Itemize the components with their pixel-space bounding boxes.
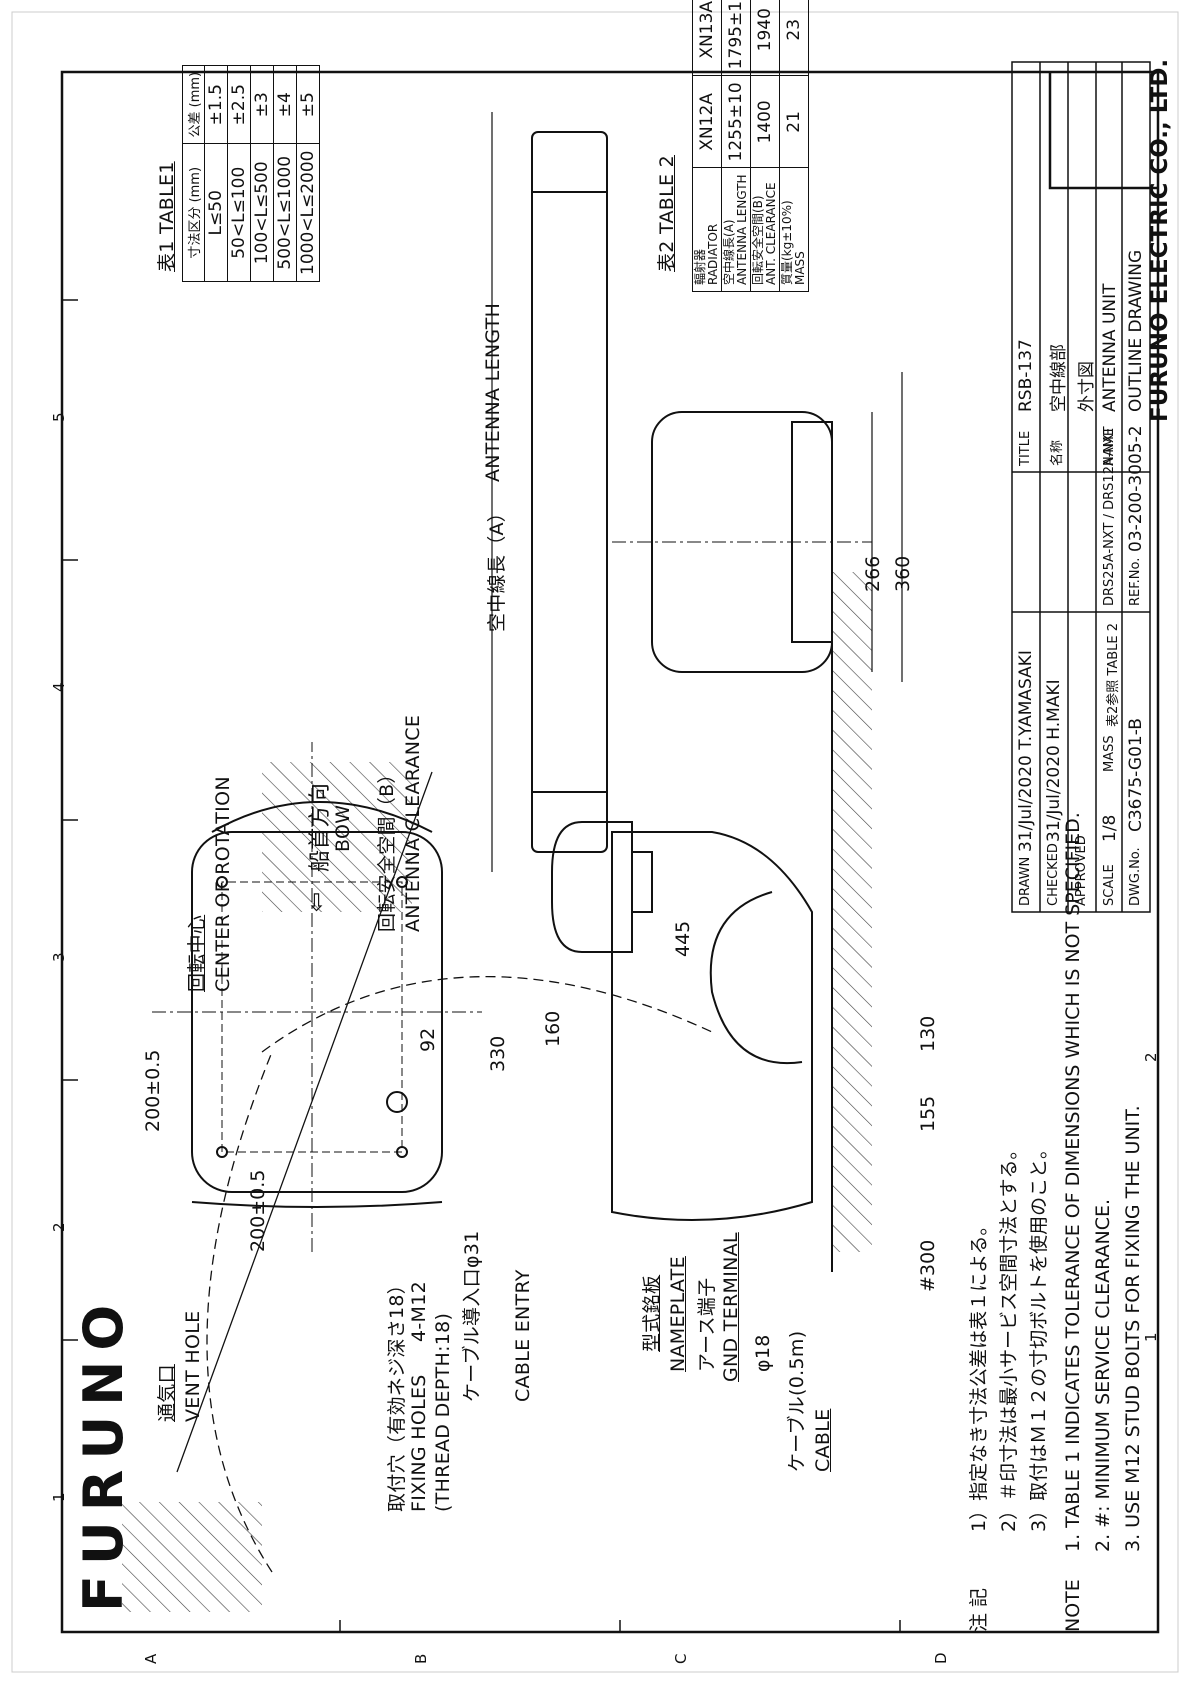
tb-title-key: TITLE	[1018, 430, 1033, 466]
radiator-arm	[531, 131, 608, 853]
tb-title: RSB-137	[1016, 339, 1036, 412]
antenna-front-view	[612, 411, 872, 673]
tb-mass: 表2参照 TABLE 2	[1106, 622, 1121, 727]
company-name: FURUNO ELECTRIC CO., LTD.	[1147, 58, 1173, 422]
tb-ref-key: REF.No.	[1128, 557, 1143, 606]
tb-mass-key: MASS	[1102, 735, 1117, 772]
outline-drawing	[122, 112, 903, 1612]
tb-dwg-key: DWG.No.	[1128, 847, 1143, 906]
title-block-frame	[1011, 61, 1151, 913]
antenna-top-view	[152, 742, 482, 1252]
tb-scale-key: SCALE	[1102, 864, 1117, 906]
antenna-side-view	[551, 821, 813, 1221]
tb-ref: 03-200-3005-2	[1126, 425, 1146, 552]
tb-name-jp-key: 名称	[1050, 439, 1065, 466]
hatch-top-right	[262, 762, 412, 912]
tb-checked: 31/Jul/2020 H.MAKI	[1044, 679, 1064, 842]
tb-approved-key: APPROVED	[1074, 835, 1089, 906]
tb-dwg: C3675-G01-B	[1126, 718, 1146, 832]
tb-name-key: NAME	[1102, 427, 1117, 466]
tb-name-2: OUTLINE DRAWING	[1126, 249, 1146, 412]
tb-drawn-key: DRAWN	[1018, 856, 1033, 906]
hatch-side-floor	[832, 572, 872, 1252]
tb-name-jp-2: 外寸図	[1077, 361, 1097, 412]
tb-name-jp-1: 空中線部	[1049, 344, 1069, 412]
tb-drawn: 31/Jul/2020 T.YAMASAKI	[1016, 650, 1036, 852]
tb-name-1: ANTENNA UNIT	[1100, 283, 1120, 413]
hatch-top-left	[122, 1502, 262, 1612]
tb-checked-key: CHECKED	[1046, 843, 1061, 906]
tb-scale: 1/8	[1100, 814, 1120, 842]
rotated-sheet: 1 2 3 4 5 1 2 A B C D FURUNO	[12, 0, 1178, 1672]
